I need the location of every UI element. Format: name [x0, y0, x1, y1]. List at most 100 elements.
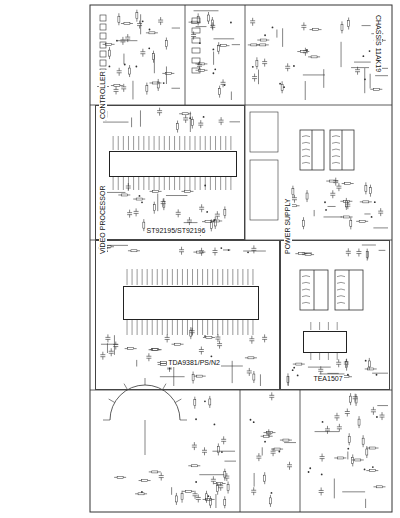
wire [297, 205, 300, 206]
wire [364, 213, 370, 214]
sheet-frame [90, 5, 392, 512]
wire [365, 221, 368, 222]
wire [208, 12, 209, 15]
resistor-symbol [136, 198, 142, 200]
ic-pin [202, 319, 203, 335]
ic-pin [167, 269, 168, 285]
resistor-symbol [182, 113, 188, 115]
wire [342, 183, 345, 184]
resistor-symbol [281, 84, 283, 90]
wire [256, 57, 257, 60]
wire [346, 207, 347, 210]
coil-winding [332, 156, 340, 157]
ic-pin [133, 136, 134, 150]
wire [193, 252, 196, 253]
resistor-symbol [345, 183, 351, 185]
wire [287, 373, 288, 376]
resistor-symbol [210, 222, 212, 228]
wire [158, 471, 161, 472]
wire [326, 181, 329, 182]
resistor-symbol [211, 20, 213, 26]
wire [111, 246, 114, 247]
wire [188, 113, 191, 114]
ic-pin [310, 322, 311, 330]
wire [129, 74, 130, 77]
crt-pin [103, 420, 110, 421]
wire [182, 500, 183, 503]
wire [185, 115, 186, 118]
resistor-symbol [191, 120, 193, 126]
ic-pin [164, 176, 165, 190]
wire [184, 222, 198, 223]
wire [125, 348, 128, 349]
resistor-symbol [352, 457, 354, 463]
wire [380, 213, 381, 216]
ic-pin [189, 136, 190, 150]
wire [181, 191, 184, 192]
wire [289, 440, 292, 441]
junction-dot [279, 83, 281, 85]
wire [108, 247, 111, 248]
wire [199, 61, 200, 64]
junction-dot [210, 355, 212, 357]
wire [213, 38, 234, 39]
junction-dot [283, 86, 285, 88]
wire [115, 342, 116, 345]
crt-socket [110, 385, 180, 420]
wire [194, 442, 195, 445]
ic-pin [215, 176, 216, 190]
wire [357, 67, 358, 70]
wire [157, 362, 160, 363]
wire [297, 51, 300, 52]
connector-pin [100, 24, 106, 30]
wire [341, 42, 342, 67]
wire [254, 473, 255, 487]
video-processor-panel: VIDEO PROCESSORTDA9381/PS/N2 [95, 240, 280, 390]
panel-heading: CONTROLLER [99, 70, 107, 120]
wire [117, 40, 137, 41]
wire [226, 473, 227, 476]
wire [307, 190, 308, 193]
wire [182, 491, 183, 494]
resistor-symbol [337, 457, 343, 459]
sub-block [250, 112, 278, 152]
wire [356, 403, 357, 406]
wire [166, 66, 167, 84]
wire [303, 217, 304, 220]
wire [123, 84, 124, 87]
wire [161, 473, 162, 476]
ic-pin [162, 269, 163, 285]
wire [142, 199, 145, 200]
wire [166, 195, 187, 196]
wire [143, 228, 144, 231]
wire [367, 249, 368, 252]
wire [258, 453, 259, 456]
resistor-symbol [209, 499, 211, 505]
wire [310, 29, 313, 30]
wire [323, 69, 324, 88]
wire [382, 486, 385, 487]
wire [321, 492, 322, 495]
wire [350, 393, 351, 396]
wire [373, 407, 374, 410]
ic-pin [242, 319, 243, 335]
wire [211, 221, 214, 222]
wire [176, 493, 177, 496]
resistor-symbol [345, 201, 347, 207]
wire [135, 493, 138, 494]
wire [349, 442, 350, 445]
ic-pin [184, 176, 185, 190]
wire [136, 360, 137, 367]
wire [253, 380, 254, 383]
wire [270, 436, 273, 437]
wire [102, 352, 103, 355]
wire [201, 347, 202, 350]
wire [219, 341, 220, 344]
ic-pin [192, 269, 193, 285]
wire [343, 457, 346, 458]
coil-winding [302, 302, 310, 303]
wire [144, 493, 147, 494]
wire [194, 10, 219, 11]
resistor-symbol [298, 253, 304, 255]
junction-dot [374, 201, 376, 203]
